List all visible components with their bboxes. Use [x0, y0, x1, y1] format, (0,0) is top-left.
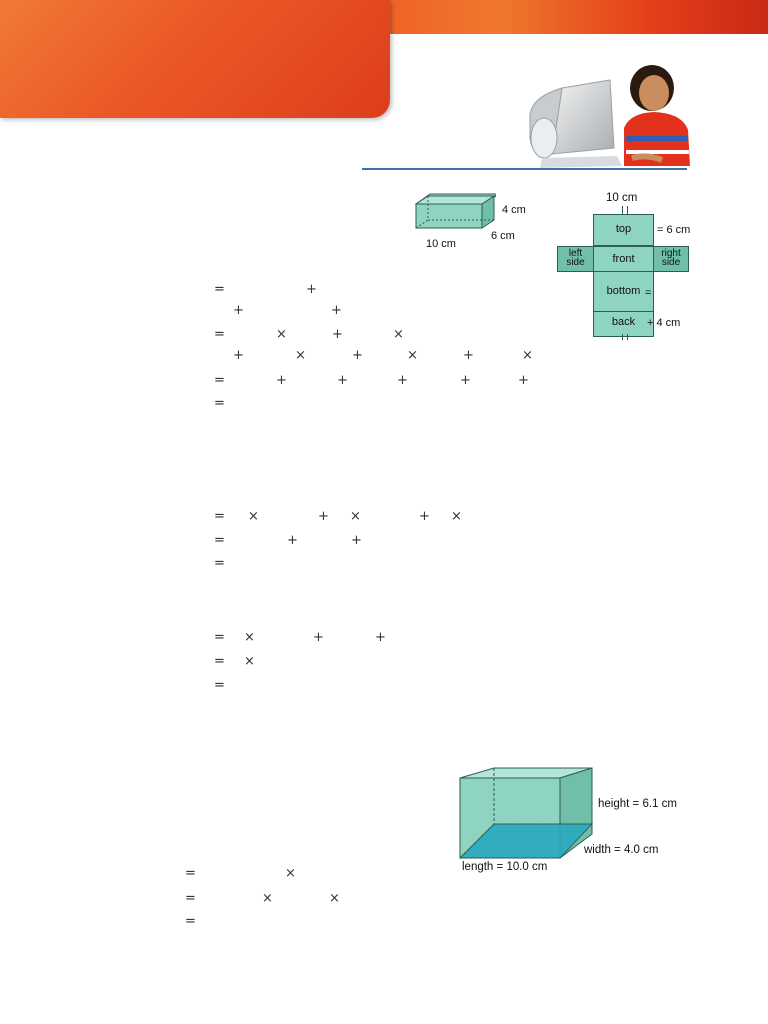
plus-sign: +	[318, 509, 329, 524]
eq-sign: =	[185, 914, 196, 929]
net-bottom-tick: =	[645, 287, 652, 299]
net-top-face	[593, 214, 654, 246]
eq-sign: =	[214, 654, 225, 669]
plus-sign: +	[351, 533, 362, 548]
plus-sign: +	[352, 348, 363, 363]
plus-sign: +	[332, 327, 343, 342]
plus-sign: +	[337, 373, 348, 388]
times-sign: ×	[244, 654, 255, 669]
plus-sign: +	[518, 373, 529, 388]
times-sign: ×	[295, 348, 306, 363]
large-prism-diagram	[458, 767, 594, 859]
times-sign: ×	[350, 509, 361, 524]
plus-sign: +	[276, 373, 287, 388]
plus-sign: +	[331, 303, 342, 318]
plus-sign: +	[306, 282, 317, 297]
times-sign: ×	[262, 891, 273, 906]
net-bottom-label: bottom	[606, 285, 641, 297]
plus-sign: +	[233, 348, 244, 363]
eq-sign: =	[214, 533, 225, 548]
plus-sign: +	[463, 348, 474, 363]
net-back-dim-label: + 4 cm	[647, 317, 681, 329]
net-width-label: 10 cm	[606, 192, 638, 204]
net-top-label: top	[615, 223, 632, 235]
net-right-side-face	[653, 246, 689, 272]
eq-sign: =	[214, 327, 225, 342]
net-tick-mark	[622, 206, 628, 216]
times-sign: ×	[285, 866, 296, 881]
plus-sign: +	[375, 630, 386, 645]
net-back-label: back	[611, 316, 636, 328]
eq-sign: =	[214, 282, 225, 297]
eq-sign: =	[214, 509, 225, 524]
times-sign: ×	[451, 509, 462, 524]
student-computer-photo	[529, 65, 690, 168]
large-prism-length-label: length = 10.0 cm	[462, 861, 548, 873]
small-prism-height-label: 4 cm	[502, 204, 526, 216]
times-sign: ×	[244, 630, 255, 645]
plus-sign: +	[287, 533, 298, 548]
times-sign: ×	[329, 891, 340, 906]
times-sign: ×	[393, 327, 404, 342]
eq-sign: =	[214, 678, 225, 693]
net-back-face	[593, 311, 654, 337]
chapter-title-panel	[0, 0, 390, 118]
plus-sign: +	[233, 303, 244, 318]
plus-sign: +	[313, 630, 324, 645]
small-prism-width-label: 6 cm	[491, 230, 515, 242]
net-top-dim-label: = 6 cm	[657, 224, 691, 236]
plus-sign: +	[397, 373, 408, 388]
eq-sign: =	[214, 373, 225, 388]
eq-sign: =	[185, 891, 196, 906]
eq-sign: =	[214, 630, 225, 645]
large-prism-width-label: width = 4.0 cm	[584, 844, 659, 856]
net-front-face	[593, 246, 654, 272]
small-prism-diagram	[414, 193, 496, 229]
net-front-label: front	[612, 253, 635, 265]
net-tick-mark	[622, 334, 628, 340]
large-prism-height-label: height = 6.1 cm	[598, 798, 677, 810]
net-left-side-face	[557, 246, 594, 272]
times-sign: ×	[276, 327, 287, 342]
header-rule	[362, 168, 687, 170]
eq-sign: =	[185, 866, 196, 881]
times-sign: ×	[522, 348, 533, 363]
net-bottom-face	[593, 271, 654, 312]
eq-sign: =	[214, 556, 225, 571]
small-prism-length-label: 10 cm	[426, 238, 456, 250]
plus-sign: +	[419, 509, 430, 524]
times-sign: ×	[248, 509, 259, 524]
eq-sign: =	[214, 396, 225, 411]
times-sign: ×	[407, 348, 418, 363]
plus-sign: +	[460, 373, 471, 388]
